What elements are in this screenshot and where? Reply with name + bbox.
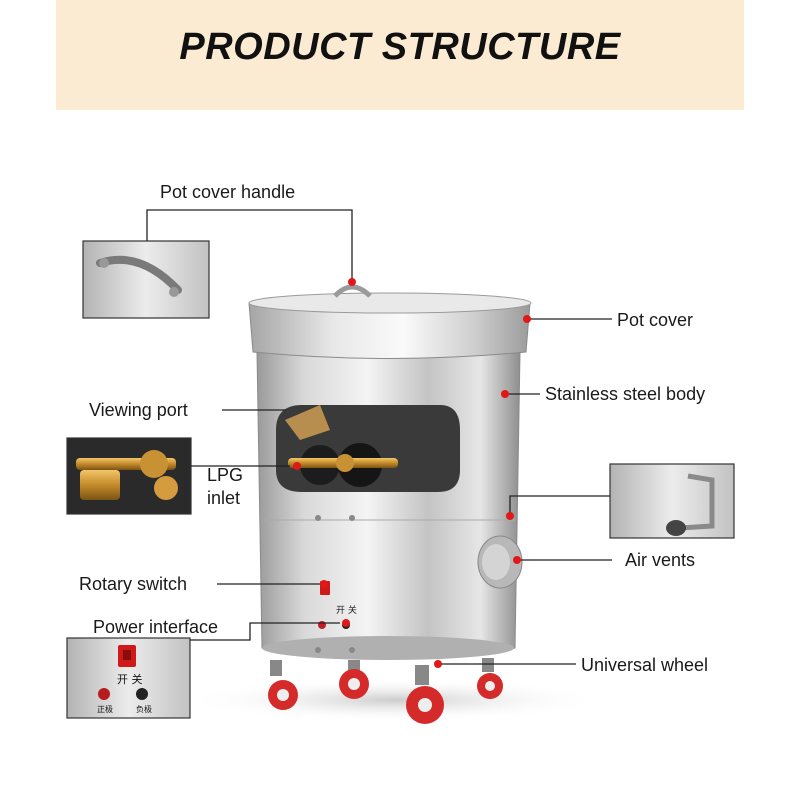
leader-pot-cover-handle: [146, 209, 353, 282]
label-power-interface: Power interface: [93, 617, 219, 637]
marker-power: [342, 619, 350, 627]
label-viewing-port: Viewing port: [89, 400, 188, 420]
vent-handle-icon: [679, 473, 715, 531]
gas-valve-inset: [66, 437, 192, 515]
panel-switch-label: 开 关: [117, 672, 143, 686]
wheel-front: [406, 665, 444, 724]
viewing-port-window: [276, 405, 460, 492]
leader-power-interface: [190, 622, 340, 641]
marker-air-vents: [506, 512, 514, 520]
label-lpg-line2: inlet: [207, 488, 241, 508]
front-screws: [315, 515, 355, 653]
marker-rotary-switch: [320, 580, 328, 588]
label-lpg-line1: LPG: [207, 465, 244, 485]
label-pot-cover: Pot cover: [617, 310, 694, 330]
leader-air-vents: [509, 495, 610, 516]
marker-body: [501, 390, 509, 398]
wheel-left: [268, 660, 298, 710]
marker-handle: [348, 278, 356, 286]
vent-handle-inset: [609, 463, 735, 539]
marker-air-vents-2: [513, 556, 521, 564]
handle-inset: [82, 240, 210, 319]
page-title: PRODUCT STRUCTURE: [179, 26, 621, 68]
label-pot-cover-handle: Pot cover handle: [160, 182, 296, 202]
title-banner: PRODUCT STRUCTURE: [56, 0, 744, 110]
marker-lpg: [293, 462, 301, 470]
air-vent-shape: [477, 535, 523, 589]
wheel-mid-left: [339, 660, 369, 699]
marker-pot-cover: [523, 315, 531, 323]
leader-lines: [146, 209, 612, 665]
pot-cover-shape: [248, 284, 532, 359]
panel-negative-label: 负极: [136, 704, 152, 714]
label-universal-wheel: Universal wheel: [581, 655, 709, 675]
markers: [293, 278, 531, 668]
pot-body: [256, 351, 521, 660]
marker-wheel: [434, 660, 442, 668]
panel-positive-label: 正极: [97, 704, 113, 714]
body-switch-label: 开 关: [336, 604, 357, 616]
wheel-right: [477, 658, 503, 699]
power-panel-inset: 开 关 正极 负极: [66, 637, 191, 719]
floor-shadow: [185, 678, 605, 722]
label-rotary-switch: Rotary switch: [79, 574, 188, 594]
switch-icon: [118, 645, 136, 667]
wheel-icon: [268, 658, 503, 724]
label-stainless-steel-body: Stainless steel body: [545, 384, 706, 404]
label-air-vents: Air vents: [625, 550, 696, 570]
gas-valve-icon: [76, 450, 178, 500]
